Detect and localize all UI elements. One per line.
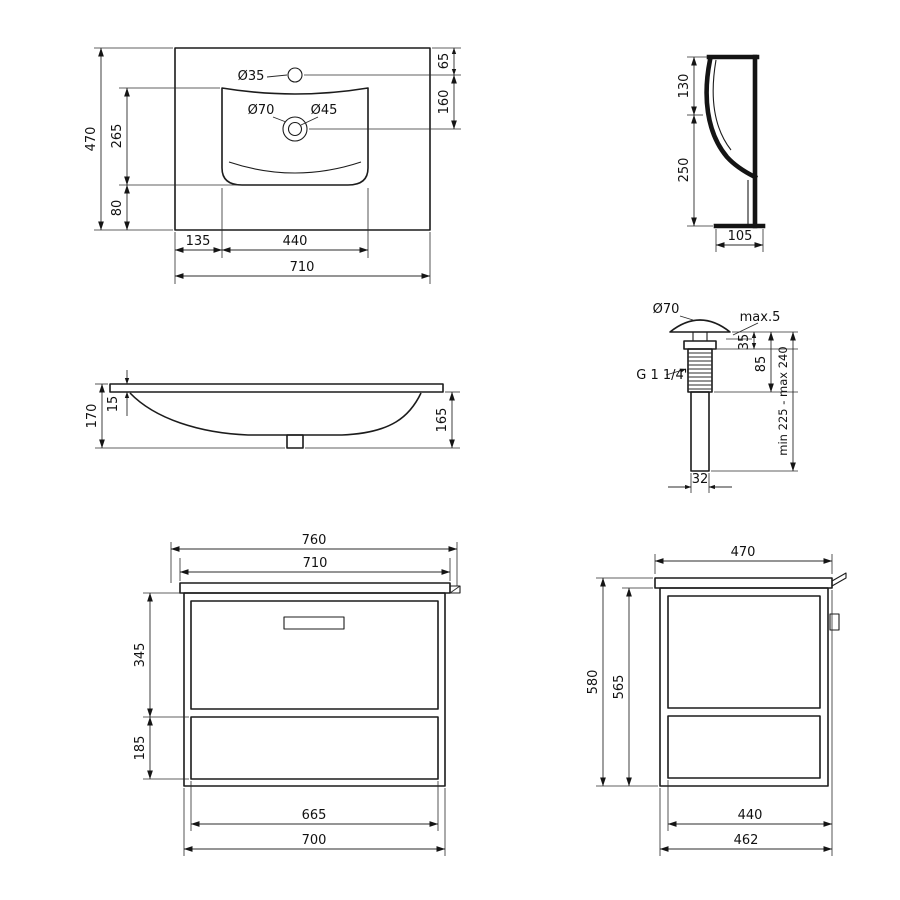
section-inner-wall <box>712 59 732 151</box>
cabinet-body-front <box>183 592 446 787</box>
drain-pipe <box>690 391 710 472</box>
faucet-hole <box>287 67 303 83</box>
dim-bowl-height: 250 <box>677 158 692 183</box>
dim-foot-depth: 105 <box>728 229 753 244</box>
leader-line <box>300 116 319 126</box>
dim-thread-size: G 1 1/4" <box>636 368 690 383</box>
dim-body-height: 565 <box>612 675 627 700</box>
drain-cap <box>669 319 731 333</box>
dim-pipe-dia: 32 <box>692 472 709 487</box>
leader-line <box>665 368 687 376</box>
leader-line <box>272 116 287 123</box>
dim-front-edge: 80 <box>110 200 125 217</box>
basin-outline <box>221 87 369 186</box>
sink-front-dimensions: 170 15 165 <box>85 370 460 449</box>
thread-hatch <box>688 352 712 390</box>
bowl-front-outline <box>129 392 422 436</box>
drain-dimensions: max.5 35 85 min 225 - max 240 32 <box>668 310 798 493</box>
dim-body-width: 700 <box>302 833 327 848</box>
drawer1-front <box>190 600 439 710</box>
cabinet-body-side <box>659 587 829 787</box>
sink-top-dimensions: 470 265 80 65 160 135 440 710 <box>84 47 461 284</box>
dim-basin-width: 440 <box>283 234 308 249</box>
dim-faucet-dia: Ø35 <box>238 69 265 84</box>
section-bowl <box>704 57 759 181</box>
dim-basin-side-offset: 135 <box>186 234 211 249</box>
dim-basin-depth: 265 <box>110 124 125 149</box>
side-trim-line <box>449 585 461 594</box>
dim-drawer2-height: 185 <box>133 736 148 761</box>
wall-bracket <box>829 613 840 631</box>
drain-stub <box>286 434 304 449</box>
dim-body-height: 85 <box>754 356 769 373</box>
dim-drain-offset: 160 <box>437 90 452 115</box>
basin-bottom-curve <box>228 161 362 174</box>
dim-inner-depth: 440 <box>738 808 763 823</box>
washbasin-top-view: Ø35 Ø70 Ø45 470 265 80 65 160 <box>84 47 461 284</box>
dim-total-width: 760 <box>302 533 327 548</box>
leader-line <box>679 315 694 321</box>
dim-upper-height: 35 <box>737 334 752 351</box>
dim-cap-gap: max.5 <box>740 310 781 325</box>
dim-bowl-height: 165 <box>435 408 450 433</box>
washbasin-section-view: 130 250 105 <box>677 54 766 252</box>
dim-total-height: 580 <box>586 670 601 695</box>
sink-top-slab <box>109 383 444 393</box>
dim-cap-dia: Ø70 <box>653 302 680 317</box>
dim-length-range: min 225 - max 240 <box>776 346 790 455</box>
side-panel-upper <box>667 595 821 709</box>
sink-outline <box>174 47 431 231</box>
side-trim-tab <box>449 585 461 594</box>
dim-top-width: 710 <box>303 556 328 571</box>
leader-line <box>266 74 288 78</box>
dim-total-depth: 470 <box>84 127 99 152</box>
cabinet-front-dimensions: 760 710 345 185 665 700 <box>133 533 458 856</box>
dim-overflow-dia: Ø70 <box>248 103 275 118</box>
drawer2-front <box>190 716 439 780</box>
drain-assembly-view: Ø70 G 1 1/4" max.5 35 85 min 225 - max 2… <box>636 302 798 493</box>
cabinet-side-view: 470 580 565 440 462 <box>586 545 847 856</box>
dim-drain-dia: Ø45 <box>311 103 338 118</box>
dim-body-depth: 462 <box>734 833 759 848</box>
backsplash-tab <box>831 572 847 587</box>
drawer-handle-slot <box>283 616 345 630</box>
dim-total-height: 170 <box>85 404 100 429</box>
cabinet-front-view: 760 710 345 185 665 700 <box>133 533 461 856</box>
dim-top-depth: 470 <box>731 545 756 560</box>
leader-line <box>732 322 759 336</box>
washbasin-front-view: 170 15 165 <box>85 370 460 449</box>
dim-rim-height: 130 <box>677 74 692 99</box>
dim-drawer1-height: 345 <box>133 643 148 668</box>
overflow-hole <box>282 116 308 142</box>
side-panel-lower <box>667 715 821 779</box>
drain-hole <box>287 121 303 137</box>
dim-total-width: 710 <box>290 260 315 275</box>
cabinet-side-dimensions: 470 580 565 440 462 <box>586 545 833 856</box>
dim-drawer-width: 665 <box>302 808 327 823</box>
dim-top-thickness: 15 <box>106 396 121 413</box>
section-dimensions: 130 250 105 <box>677 56 764 252</box>
dim-faucet-offset: 65 <box>437 53 452 70</box>
